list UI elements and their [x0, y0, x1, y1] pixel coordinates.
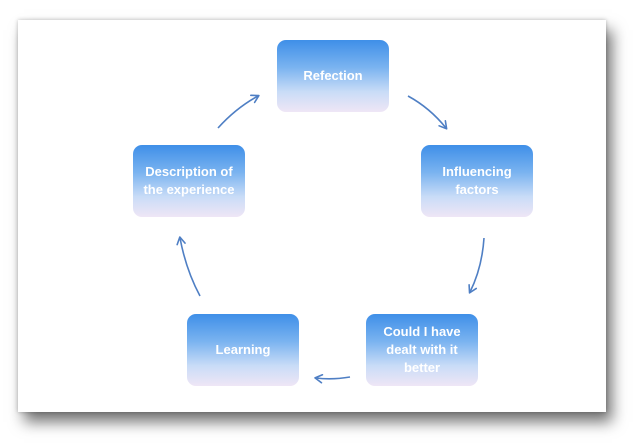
- node-description: Description of the experience: [133, 145, 245, 217]
- node-learning-label: Learning: [215, 342, 271, 357]
- node-could-i-have-label: Could I have dealt with it better: [383, 324, 461, 375]
- node-description-label: Description of the experience: [143, 164, 235, 197]
- node-reflection: Refection: [277, 40, 389, 112]
- node-could-i-have: Could I have dealt with it better: [366, 314, 478, 386]
- node-learning: Learning: [187, 314, 299, 386]
- node-reflection-label: Refection: [303, 68, 363, 83]
- node-influencing-factors: Influencing factors: [421, 145, 533, 217]
- node-influencing-factors-label: Influencing factors: [442, 164, 512, 197]
